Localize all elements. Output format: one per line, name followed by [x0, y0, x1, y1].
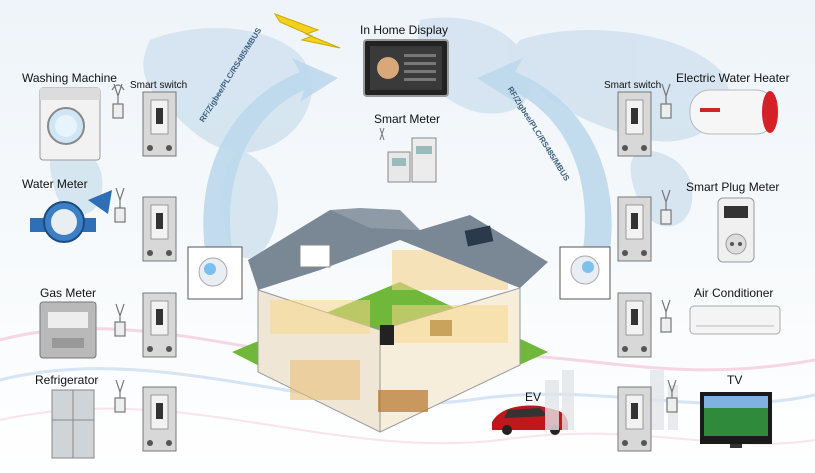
- city-skyline: [545, 370, 678, 430]
- lightning-bolt-icon: [273, 13, 341, 49]
- wireless-antenna-icon: [114, 187, 126, 223]
- tv-device: [700, 392, 772, 448]
- decorative-swoosh: [0, 367, 815, 406]
- wireless-antenna-icon: [114, 303, 126, 337]
- air-conditioner-label: Air Conditioner: [694, 286, 774, 300]
- air-conditioner-device: [689, 305, 781, 335]
- smart-meter-label: Smart Meter: [374, 112, 441, 126]
- house-illustration: [232, 208, 548, 433]
- wireless-antenna-icon: [660, 83, 672, 119]
- wireless-antenna-icon: [114, 379, 126, 413]
- left-smart-switch-label: Smart switch: [130, 80, 188, 91]
- smart-switch-device: [617, 386, 652, 452]
- smart-switch-device: [617, 196, 652, 262]
- wireless-antenna-icon: [111, 83, 125, 119]
- right-data-arrow: [477, 58, 612, 250]
- in-home-display-label: In Home Display: [360, 23, 449, 37]
- smart-meter-device: [379, 127, 437, 183]
- gas-meter-label: Gas Meter: [40, 286, 97, 300]
- electric-water-heater-device: [689, 89, 778, 135]
- right-wireless-module: [559, 246, 611, 300]
- smart-plug-meter-device: [717, 197, 755, 263]
- washing-machine-device: [39, 87, 101, 161]
- in-home-display-device: [363, 39, 449, 97]
- smart-switch-device: [142, 386, 177, 452]
- refrigerator-device: [51, 389, 95, 459]
- right-smart-switch-label: Smart switch: [604, 80, 662, 91]
- wireless-antenna-icon: [660, 189, 672, 225]
- smart-switch-device: [142, 196, 177, 262]
- electric-water-heater-label: Electric Water Heater: [676, 71, 790, 85]
- tv-label: TV: [727, 373, 743, 387]
- smart-plug-meter-label: Smart Plug Meter: [686, 180, 780, 194]
- wireless-antenna-icon: [660, 299, 672, 333]
- left-smart-switch-column: [142, 91, 177, 452]
- right-smart-switch-column: [617, 91, 652, 452]
- left-wireless-module: [187, 246, 243, 300]
- refrigerator-label: Refrigerator: [35, 373, 99, 387]
- left-data-arrow: [203, 58, 338, 250]
- smart-switch-device: [142, 292, 177, 358]
- washing-machine-label: Washing Machine: [22, 71, 117, 85]
- gas-meter-device: [39, 301, 97, 359]
- ev-label: EV: [525, 390, 542, 404]
- smart-switch-device: [617, 292, 652, 358]
- water-meter-device: [30, 190, 112, 243]
- smart-switch-device: [142, 91, 177, 157]
- water-meter-label: Water Meter: [22, 177, 88, 191]
- smart-switch-device: [617, 91, 652, 157]
- wireless-antenna-icon: [666, 379, 678, 413]
